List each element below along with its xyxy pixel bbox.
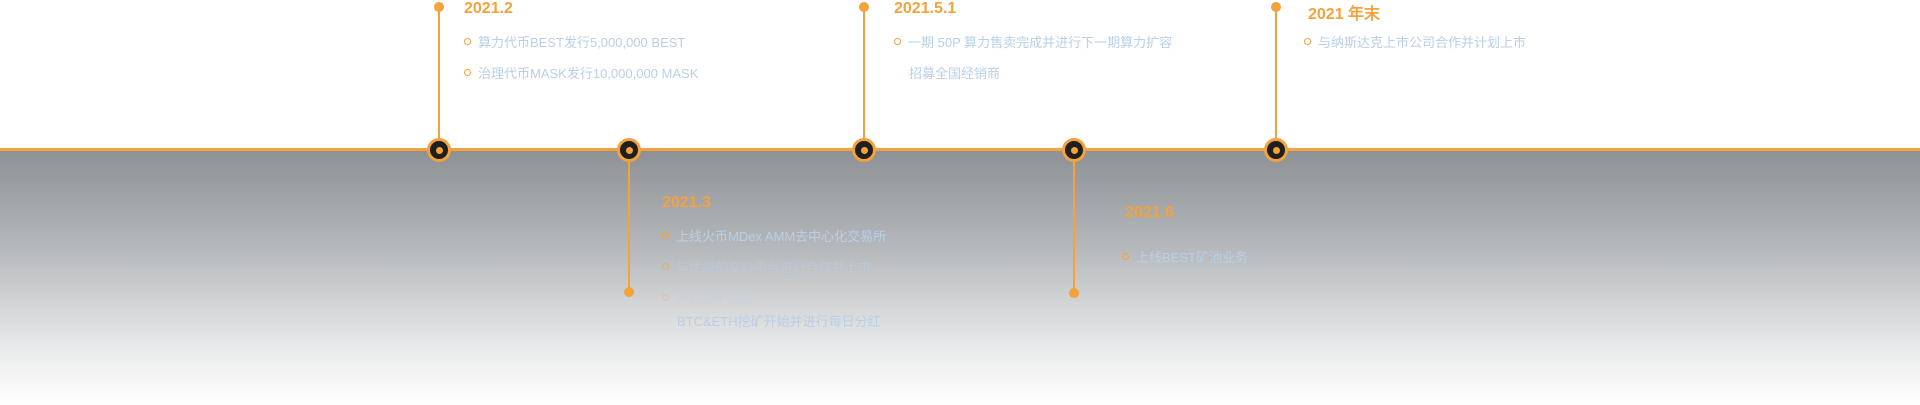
bullet-icon <box>1122 253 1129 260</box>
milestone-item: 上线火币MDex AMM去中心化交易所 <box>662 226 886 245</box>
bullet-icon <box>662 232 669 239</box>
milestone-node-2021-3[interactable] <box>617 138 641 162</box>
bullet-icon <box>894 38 901 45</box>
timeline-lower-band <box>0 150 1920 405</box>
milestone-item: 一期 50P 算力售卖完成并进行下一期算力扩容 <box>894 32 1172 51</box>
milestone-item: 治理代币MASK发行10,000,000 MASK <box>464 63 698 82</box>
milestone-stem <box>1275 7 1277 147</box>
milestone-dot <box>1069 288 1079 298</box>
milestone-dot <box>434 2 444 12</box>
milestone-node-2021-2[interactable] <box>427 138 451 162</box>
milestone-node-2021-6[interactable] <box>1062 138 1086 162</box>
milestone-node-2021-5-1[interactable] <box>852 138 876 162</box>
milestone-item: 与纳斯达克上市公司合作并计划上市 <box>1304 32 1526 51</box>
milestone-date: 2021.6 <box>1125 204 1174 221</box>
milestone-item-continued: 招募全国经销商 <box>909 66 1001 81</box>
milestone-item: 开启挖矿功能 <box>662 288 754 307</box>
milestone-date: 2021.3 <box>662 194 711 211</box>
milestone-dot <box>859 2 869 12</box>
milestone-date: 2021.5.1 <box>894 0 957 17</box>
bullet-icon <box>464 69 471 76</box>
milestone-dot <box>1271 2 1281 12</box>
milestone-stem <box>1073 160 1075 290</box>
bullet-icon <box>662 263 669 270</box>
milestone-dot <box>624 287 634 297</box>
milestone-date: 2021.2 <box>464 0 513 17</box>
milestone-stem <box>863 7 865 147</box>
timeline-axis <box>0 148 1920 151</box>
bullet-icon <box>1304 38 1311 45</box>
milestone-item: 与优质的交易平台进行合作并上市 <box>662 257 871 276</box>
milestone-item: 上线BEST矿池业务 <box>1122 247 1248 266</box>
milestone-date: 2021 年末 <box>1308 6 1381 23</box>
milestone-node-2021-end[interactable] <box>1264 138 1288 162</box>
bullet-icon <box>464 38 471 45</box>
milestone-item-continued: BTC&ETH挖矿开始并进行每日分红 <box>677 314 881 329</box>
milestone-stem <box>628 160 630 290</box>
bullet-icon <box>662 294 669 301</box>
milestone-stem <box>438 7 440 147</box>
milestone-item: 算力代币BEST发行5,000,000 BEST <box>464 32 685 51</box>
